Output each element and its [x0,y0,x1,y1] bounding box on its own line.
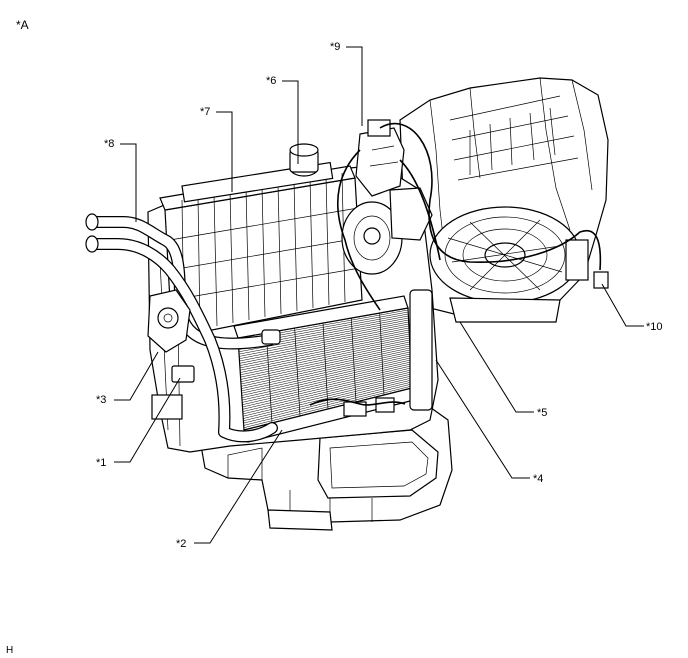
callout-5: *5 [537,407,547,419]
corner-code: H [6,645,13,656]
callout-3: *3 [96,394,106,406]
callout-9: *9 [330,41,340,53]
callout-6: *6 [266,75,276,87]
callout-4: *4 [533,473,543,485]
callout-1: *1 [96,457,106,469]
evaporator-tube-line [265,332,273,424]
evaporator-tube-line [379,312,385,396]
view-label: *A [16,18,29,32]
callout-10: *10 [646,321,663,333]
callout-8: *8 [104,138,114,150]
wire-harness [309,122,609,417]
left-side-parts [147,289,195,420]
leader-lines [114,46,644,544]
evaporator-tube-line [350,317,357,403]
evaporator-tube-line [322,322,329,410]
evaporator-tube-line [294,327,301,417]
heater-hoses [85,213,281,443]
callout-2: *2 [176,538,186,550]
callout-7: *7 [200,106,210,118]
valve-cluster [289,119,433,275]
